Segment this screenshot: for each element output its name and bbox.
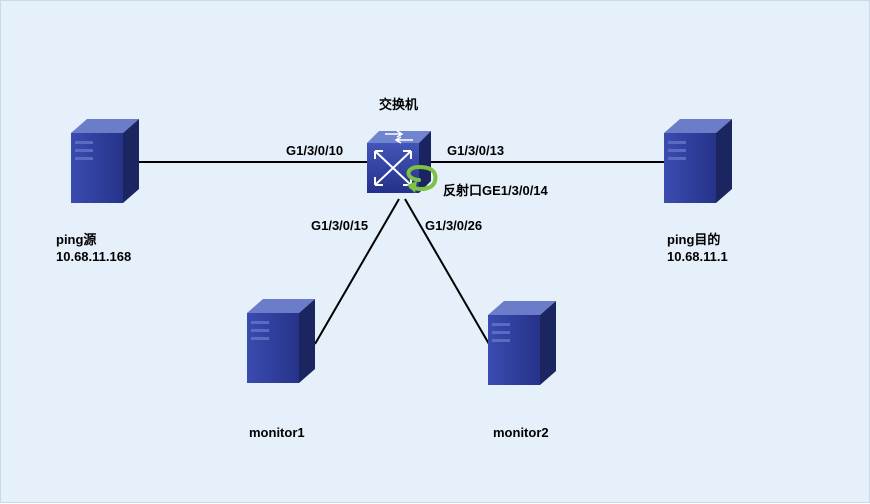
port-label-g26: G1/3/0/26: [425, 218, 483, 233]
node-ip-ping-destination: 10.68.11.1: [667, 249, 728, 264]
link-monitor1: [314, 198, 400, 345]
server-icon[interactable]: [664, 119, 732, 203]
node-name-monitor1: monitor1: [249, 425, 305, 440]
node-ip-ping-source: 10.68.11.168: [56, 249, 132, 264]
node-name-ping-source: ping源: [56, 232, 97, 247]
node-name-monitor2: monitor2: [493, 425, 549, 440]
server-icon[interactable]: [247, 299, 315, 383]
link-monitor2: [404, 198, 490, 345]
port-label-reflect: 反射口GE1/3/0/14: [443, 183, 548, 198]
port-label-g10: G1/3/0/10: [286, 143, 344, 158]
switch-label: 交换机: [379, 97, 419, 112]
loop-arrow-icon: [406, 164, 438, 193]
node-name-ping-destination: ping目的: [667, 232, 721, 247]
port-label-g13: G1/3/0/13: [447, 143, 505, 158]
switch-icon[interactable]: [367, 130, 431, 193]
server-icon[interactable]: [71, 119, 139, 203]
server-icon[interactable]: [488, 301, 556, 385]
port-label-g15: G1/3/0/15: [311, 218, 369, 233]
